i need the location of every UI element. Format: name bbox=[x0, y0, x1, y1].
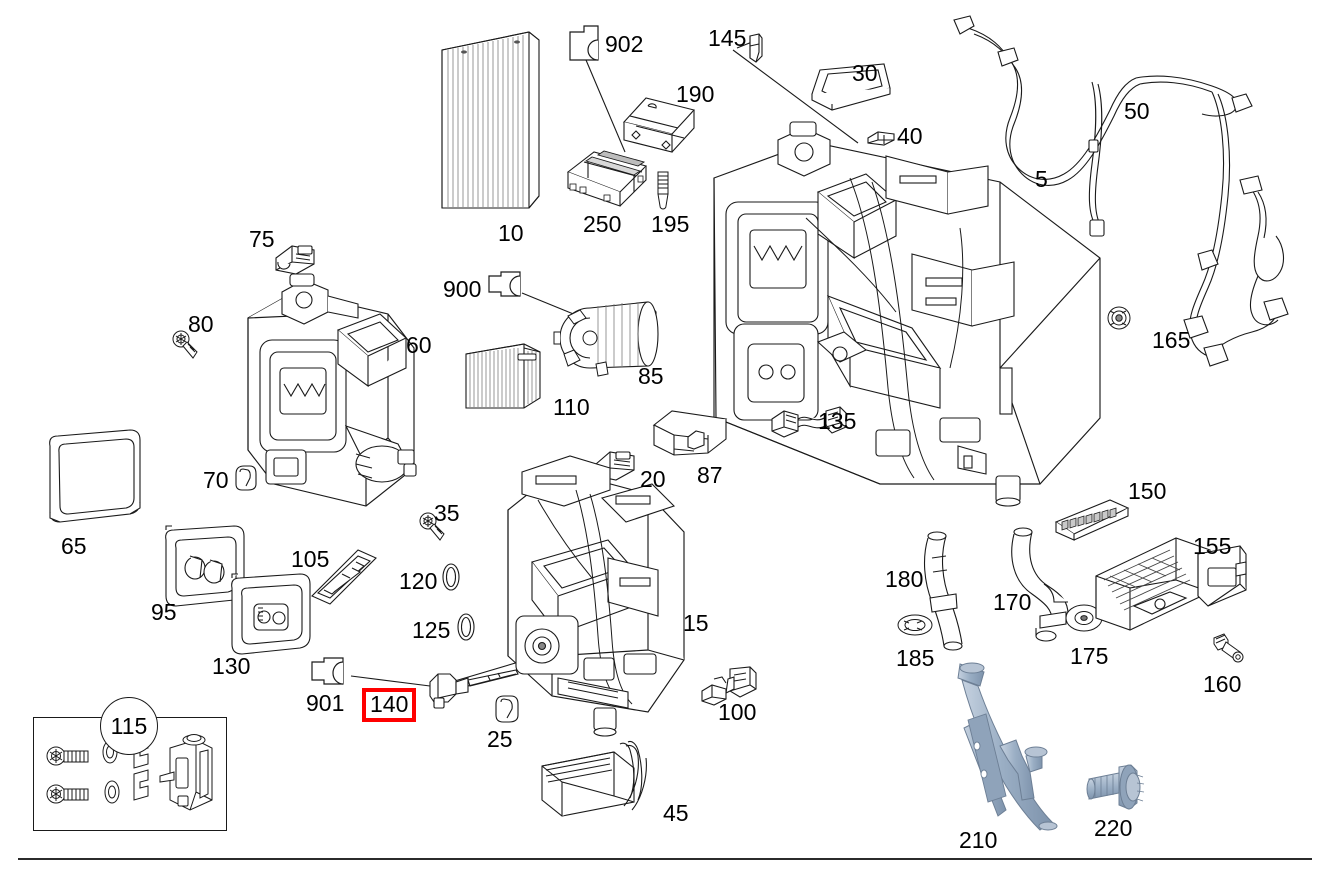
part-illustration-oring-125 bbox=[456, 612, 476, 642]
part-illustration-connector-100 bbox=[700, 665, 758, 707]
part-illustration-oring-120 bbox=[441, 562, 461, 592]
callout-85[interactable]: 85 bbox=[638, 363, 664, 389]
tag-marker-900 bbox=[488, 271, 521, 297]
callout-70[interactable]: 70 bbox=[203, 467, 229, 493]
callout-175[interactable]: 175 bbox=[1070, 643, 1109, 669]
callout-105[interactable]: 105 bbox=[291, 546, 330, 572]
tag-marker-901 bbox=[311, 657, 344, 685]
callout-150[interactable]: 150 bbox=[1128, 478, 1167, 504]
callout-60[interactable]: 60 bbox=[406, 332, 432, 358]
part-illustration-screw-35 bbox=[418, 512, 448, 546]
callout-902[interactable]: 902 bbox=[605, 31, 644, 57]
part-illustration-clamp-40 bbox=[866, 128, 896, 148]
tag-marker-902 bbox=[569, 25, 599, 61]
part-illustration-aux-heater-155 bbox=[1090, 530, 1250, 640]
leader-901 bbox=[350, 675, 431, 687]
part-illustration-control-module bbox=[564, 140, 650, 212]
part-illustration-sensor-140 bbox=[424, 668, 520, 710]
callout-25[interactable]: 25 bbox=[487, 726, 513, 752]
part-illustration-vent-95 bbox=[158, 524, 250, 608]
part-illustration-bolt-160 bbox=[1212, 632, 1246, 668]
callout-45[interactable]: 45 bbox=[663, 800, 689, 826]
callout-160[interactable]: 160 bbox=[1203, 671, 1242, 697]
part-illustration-grille-strip-105 bbox=[308, 548, 380, 608]
callout-140-highlighted[interactable]: 140 bbox=[362, 688, 417, 722]
callout-185[interactable]: 185 bbox=[896, 645, 935, 671]
part-illustration-hose-170 bbox=[1000, 524, 1072, 642]
part-illustration-cabin-filter bbox=[434, 28, 544, 218]
callout-250[interactable]: 250 bbox=[583, 211, 622, 237]
part-illustration-seal-frame-65 bbox=[40, 428, 144, 526]
part-illustration-bracket-190 bbox=[620, 88, 700, 164]
part-illustration-bolt-195 bbox=[654, 170, 672, 212]
kit-inset-callout-circle: 115 bbox=[100, 697, 158, 755]
callout-50[interactable]: 50 bbox=[1124, 98, 1150, 124]
part-illustration-evaporator-110 bbox=[462, 338, 546, 414]
callout-155[interactable]: 155 bbox=[1193, 533, 1232, 559]
callout-120[interactable]: 120 bbox=[399, 568, 438, 594]
callout-95[interactable]: 95 bbox=[151, 599, 177, 625]
callout-130[interactable]: 130 bbox=[212, 653, 251, 679]
callout-5[interactable]: 5 bbox=[1035, 166, 1048, 192]
callout-75[interactable]: 75 bbox=[249, 226, 275, 252]
callout-220[interactable]: 220 bbox=[1094, 815, 1133, 841]
part-illustration-cap-25 bbox=[492, 694, 520, 724]
callout-15[interactable]: 15 bbox=[683, 610, 709, 636]
part-illustration-vent-130 bbox=[224, 572, 316, 656]
callout-180[interactable]: 180 bbox=[885, 566, 924, 592]
callout-125[interactable]: 125 bbox=[412, 617, 451, 643]
callout-65[interactable]: 65 bbox=[61, 533, 87, 559]
part-illustration-ptc-element-150 bbox=[1052, 498, 1132, 542]
callout-135[interactable]: 135 bbox=[818, 408, 857, 434]
footer-divider bbox=[18, 858, 1312, 860]
callout-35[interactable]: 35 bbox=[434, 500, 460, 526]
part-illustration-connector-135 bbox=[770, 405, 848, 441]
callout-900[interactable]: 900 bbox=[443, 276, 482, 302]
part-illustration-grommet-165 bbox=[1106, 305, 1132, 331]
callout-210[interactable]: 210 bbox=[959, 827, 998, 853]
part-illustration-cap-70 bbox=[232, 464, 258, 492]
callout-10[interactable]: 10 bbox=[498, 220, 524, 246]
callout-165[interactable]: 165 bbox=[1152, 327, 1191, 353]
part-illustration-seal-30 bbox=[806, 60, 894, 112]
part-illustration-coolant-pipe-210 bbox=[944, 660, 1084, 840]
part-illustration-main-housing bbox=[700, 118, 1120, 508]
callout-87[interactable]: 87 bbox=[697, 462, 723, 488]
callout-195[interactable]: 195 bbox=[651, 211, 690, 237]
callout-40[interactable]: 40 bbox=[897, 123, 923, 149]
part-illustration-actuator-75 bbox=[272, 240, 318, 280]
callout-80[interactable]: 80 bbox=[188, 311, 214, 337]
callout-20[interactable]: 20 bbox=[640, 466, 666, 492]
part-illustration-blower-85 bbox=[552, 288, 662, 380]
part-illustration-housing-60 bbox=[238, 268, 428, 518]
callout-901[interactable]: 901 bbox=[306, 690, 345, 716]
part-illustration-heater-core-45 bbox=[538, 740, 668, 826]
part-illustration-bolt-220 bbox=[1085, 764, 1147, 813]
callout-145[interactable]: 145 bbox=[708, 25, 747, 51]
part-illustration-clip-145 bbox=[744, 32, 766, 66]
part-illustration-wiring-harness bbox=[940, 14, 1310, 384]
part-illustration-housing-15 bbox=[498, 450, 698, 740]
callout-30[interactable]: 30 bbox=[852, 60, 878, 86]
callout-110[interactable]: 110 bbox=[553, 394, 590, 420]
callout-190[interactable]: 190 bbox=[676, 81, 715, 107]
kit-inset-number: 115 bbox=[110, 712, 148, 739]
callout-170[interactable]: 170 bbox=[993, 589, 1032, 615]
callout-100[interactable]: 100 bbox=[718, 699, 757, 725]
part-illustration-seal-185 bbox=[896, 612, 934, 638]
part-illustration-screw-80 bbox=[171, 330, 201, 364]
part-illustration-duct-87 bbox=[650, 405, 730, 465]
part-illustration-hose-180 bbox=[916, 528, 978, 652]
